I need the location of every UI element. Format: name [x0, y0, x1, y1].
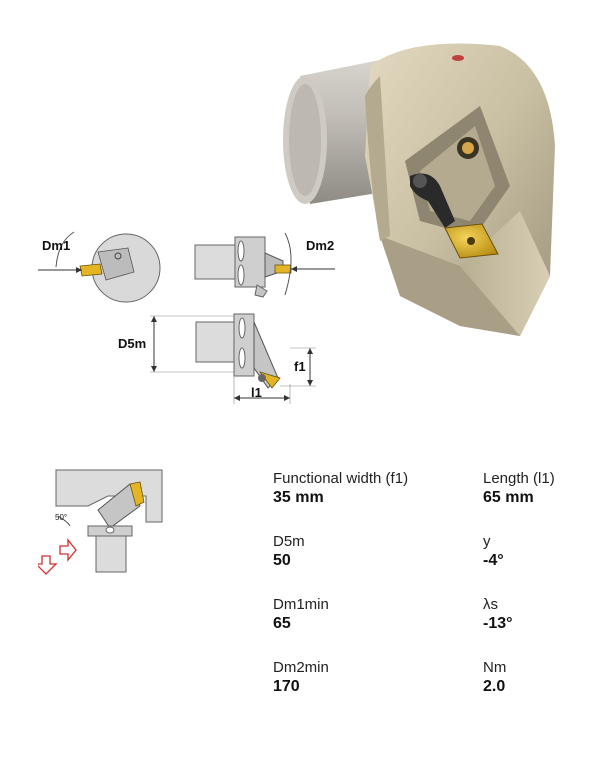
spec-name: Functional width (f1) [273, 470, 409, 487]
spec-value: 65 mm [483, 489, 534, 506]
l1-label: l1 [251, 385, 262, 400]
spec-d5m: D5m 50 [273, 533, 305, 571]
spec-value: 35 mm [273, 489, 324, 506]
spec-value: 2.0 [483, 678, 506, 695]
spec-name: y [483, 533, 491, 550]
spec-name: Dm2min [273, 659, 329, 676]
spec-lambda-s: λs -13° [483, 596, 513, 634]
spec-name: Length (l1) [483, 470, 555, 487]
dimension-view-drawing [150, 313, 316, 404]
spec-value: 170 [273, 678, 300, 695]
spec-name: Nm [483, 659, 507, 676]
mounting-angle-label: 50° [55, 513, 68, 522]
mounting-diagram [38, 469, 163, 575]
spec-value: -4° [483, 552, 504, 569]
spec-dm2min: Dm2min 170 [273, 659, 329, 697]
spec-name: D5m [273, 533, 305, 550]
dm2-label: Dm2 [306, 238, 335, 253]
dm1-label: Dm1 [42, 238, 71, 253]
spec-name: λs [483, 596, 498, 613]
spec-functional-width: Functional width (f1) 35 mm [273, 470, 408, 508]
product-photo [283, 43, 555, 336]
spec-name: Dm1min [273, 596, 329, 613]
spec-nm: Nm 2.0 [483, 659, 506, 697]
dm1-view-drawing [38, 231, 161, 303]
spec-value: 50 [273, 552, 291, 569]
spec-y: y -4° [483, 533, 504, 571]
spec-value: 65 [273, 615, 291, 632]
d5m-label: D5m [118, 336, 147, 351]
spec-length: Length (l1) 65 mm [483, 470, 555, 508]
f1-label: f1 [294, 359, 306, 374]
spec-dm1min: Dm1min 65 [273, 596, 329, 634]
spec-value: -13° [483, 615, 513, 632]
dm2-view-drawing [194, 232, 335, 298]
